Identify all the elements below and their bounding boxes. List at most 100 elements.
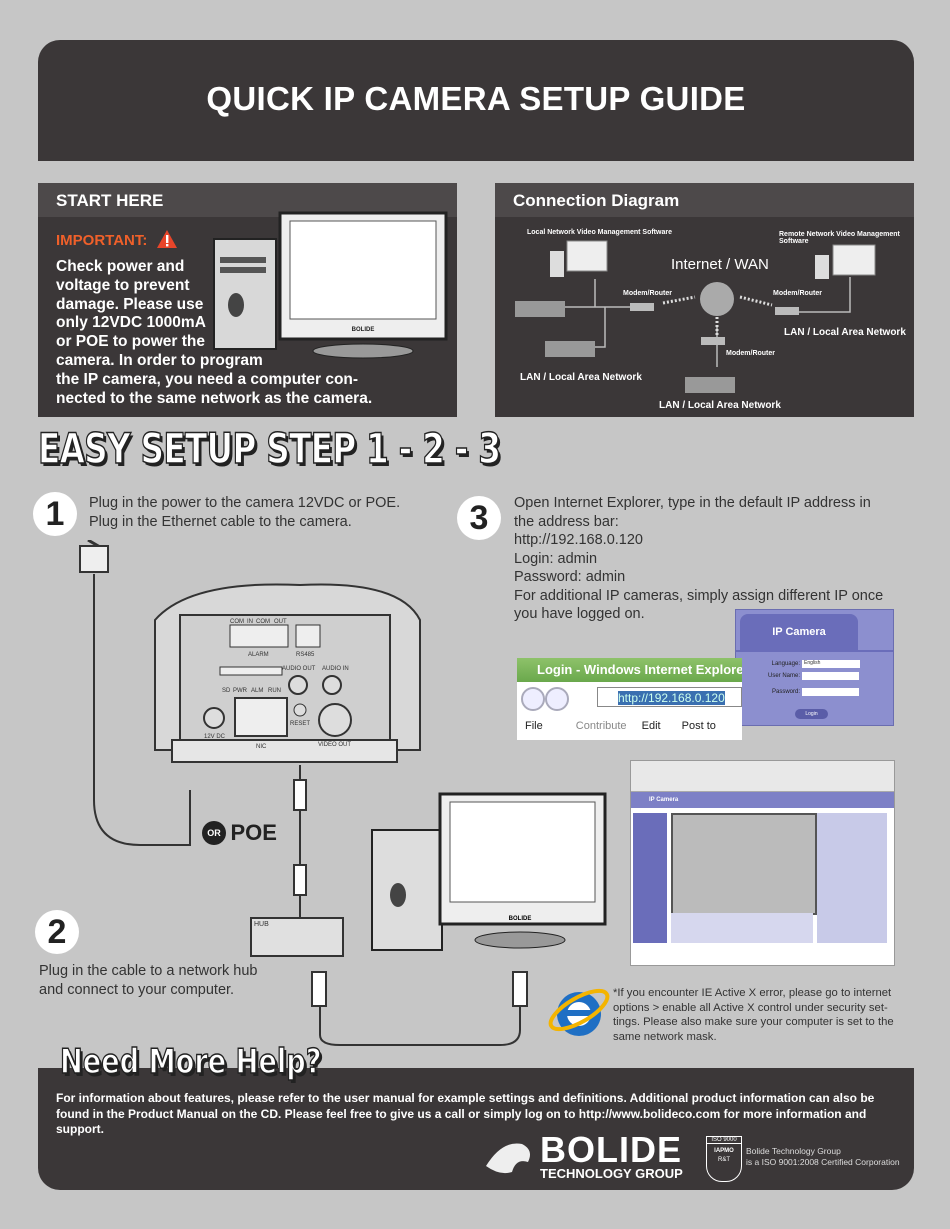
camera-icon	[545, 341, 595, 357]
iso-badge-top: ISO 9000	[707, 1137, 741, 1144]
address-bar[interactable]: http://192.168.0.120	[597, 687, 742, 707]
password-input[interactable]	[802, 688, 859, 696]
lan-label: LAN / Local Area Network	[784, 327, 906, 338]
port-label: ALM	[251, 688, 263, 694]
hub-label: HUB	[254, 921, 269, 928]
router-label: Modem/Router	[773, 290, 822, 297]
warning-triangle-icon	[156, 230, 177, 248]
port-label: PWR	[233, 688, 248, 694]
username-input[interactable]	[802, 672, 859, 680]
port-label: RS485	[296, 652, 315, 658]
default-password: Password: admin	[514, 569, 626, 585]
monitor-icon	[832, 244, 876, 276]
text-line: only 12VDC 1000mA	[56, 314, 206, 332]
port-label: RESET	[290, 721, 310, 727]
text-line: For additional IP cameras, simply assign…	[514, 587, 884, 604]
step-1-text: Plug in the power to the camera 12VDC or…	[89, 494, 400, 531]
menu-edit[interactable]: Edit	[641, 720, 661, 732]
port-label: COM	[256, 619, 270, 625]
monitor-icon	[566, 240, 608, 272]
menu-file[interactable]: File	[525, 720, 543, 732]
local-software-label: Local Network Video Management Software	[527, 229, 672, 236]
menu-post-to[interactable]: Post to	[681, 720, 716, 732]
internet-explorer-icon	[548, 988, 610, 1036]
router-label: Modem/Router	[726, 350, 775, 357]
computer-icon	[550, 251, 564, 277]
step-2-text: Plug in the cable to a network hub and c…	[39, 962, 257, 999]
remote-software-label: Remote Network Video Management Software	[779, 231, 900, 245]
camera-icon	[685, 377, 735, 393]
text-line: nected to the same network as the camera…	[56, 389, 373, 407]
language-select[interactable]: English	[802, 660, 860, 668]
computer-illustration: BOLIDE	[213, 211, 448, 359]
network-diagram	[515, 240, 876, 393]
back-button[interactable]	[521, 687, 545, 711]
ethernet-plug-icon	[311, 971, 327, 1007]
ethernet-plug-icon	[293, 779, 307, 811]
start-here-panel: START HERE IMPORTANT: Check power and vo…	[38, 183, 457, 417]
login-button[interactable]: Login	[795, 709, 828, 719]
menu-contribute[interactable]: Contribute	[575, 720, 627, 732]
connection-diagram-panel: Connection Diagram Local Network Video M…	[495, 183, 914, 417]
help-panel	[38, 1068, 914, 1190]
monitor-brand: BOLIDE	[509, 916, 532, 922]
browser-snippet: Login - Windows Internet Explorer http:/…	[517, 658, 742, 740]
important-label: IMPORTANT:	[56, 229, 178, 249]
company-name: Bolide Technology Group	[746, 1146, 841, 1156]
port-label: ALARM	[248, 652, 269, 658]
ethernet-plug-icon	[512, 971, 528, 1007]
text-line: *If you encounter IE Active X error, ple…	[613, 987, 892, 999]
url-text: http://192.168.0.120	[618, 691, 725, 705]
text-line: damage. Please use	[56, 295, 204, 313]
page-title: QUICK IP CAMERA SETUP GUIDE	[206, 80, 746, 117]
text-line: camera. In order to program	[56, 351, 263, 369]
certification-line: is a ISO 9001:2008 Certified Corporation	[746, 1157, 900, 1167]
text-line: the address bar:	[514, 513, 619, 530]
ethernet-plug-icon	[293, 864, 307, 896]
start-here-text: Check power and voltage to prevent damag…	[56, 258, 396, 408]
port-label: 12V DC	[204, 734, 226, 740]
eagle-logo-icon	[486, 1143, 530, 1174]
port-label: NIC	[256, 744, 267, 750]
computer-icon	[815, 255, 829, 279]
web-ui-title: IP Camera	[631, 792, 894, 808]
globe-icon	[700, 282, 734, 316]
text-line: Open Internet Explorer, type in the defa…	[514, 495, 871, 511]
login-title: IP Camera	[740, 614, 858, 650]
username-label: User Name:	[767, 673, 800, 679]
step-1-badge: 1	[33, 492, 77, 536]
port-label: RUN	[268, 688, 281, 694]
browser-menu: File Contribute Edit Post to	[525, 720, 716, 732]
text-line: Plug in the cable to a network hub	[39, 963, 258, 979]
internet-label: Internet / WAN	[671, 256, 769, 273]
step-3-text: Open Internet Explorer, type in the defa…	[514, 494, 883, 624]
text-line: and connect to your computer.	[39, 981, 235, 998]
text-line: you have logged on.	[514, 606, 645, 622]
text-line: same network mask.	[613, 1030, 717, 1043]
text-line: Plug in the Ethernet cable to the camera…	[89, 513, 352, 530]
router-icon	[775, 307, 799, 315]
or-poe-label: OR POE	[202, 820, 277, 846]
text-line: options > enable all Active X control un…	[613, 1001, 888, 1014]
certification-text: Bolide Technology Group is a ISO 9001:20…	[746, 1146, 900, 1168]
router-icon	[701, 337, 725, 345]
step-2-badge: 2	[35, 910, 79, 954]
language-label: Language:	[771, 661, 800, 667]
network-hub: HUB	[250, 917, 344, 957]
text-line: the IP camera, you need a computer con-	[56, 370, 359, 388]
bolide-logo: BOLIDE	[540, 1129, 683, 1170]
easy-setup-title: EASY SETUP STEP 1 - 2 - 3	[37, 423, 501, 474]
port-label: SD	[222, 688, 231, 694]
login-dialog: IP Camera Language: English User Name: P…	[735, 609, 894, 726]
port-label: VIDEO OUT	[318, 742, 351, 748]
forward-button[interactable]	[545, 687, 569, 711]
iso-badge-low: R&T	[718, 1157, 730, 1163]
help-title: Need More Help?	[59, 1041, 322, 1083]
port-label: OUT	[274, 619, 287, 625]
text-line: Check power and	[56, 258, 185, 275]
activex-note: *If you encounter IE Active X error, ple…	[613, 986, 894, 1044]
port-label: AUDIO OUT	[282, 666, 316, 672]
password-label: Password:	[771, 689, 800, 695]
camera-back-illustration: COM IN COM OUT ALARM RS485 AUDIO OUT AUD…	[79, 540, 421, 920]
